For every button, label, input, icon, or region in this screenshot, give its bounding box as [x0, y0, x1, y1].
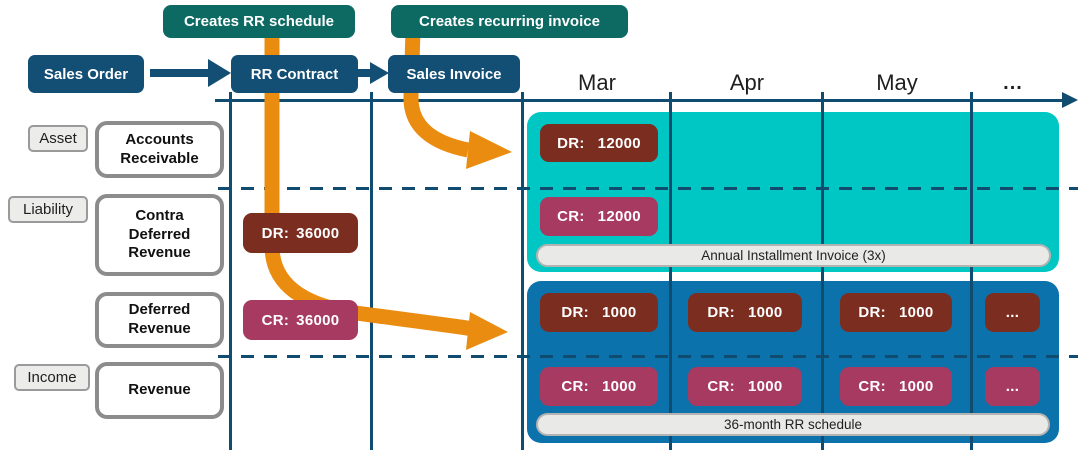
- tag-text: Income: [27, 369, 77, 386]
- gridline-may-start: [821, 92, 824, 450]
- tag-text: Asset: [39, 130, 77, 147]
- badge-text: Creates recurring invoice: [419, 13, 600, 30]
- chip-label: ...: [1005, 378, 1020, 395]
- revenue-box: Revenue: [95, 362, 224, 419]
- chip-value: 1000: [898, 378, 934, 395]
- deferred-income-divider: [218, 355, 1078, 358]
- gridline-contract: [229, 92, 232, 450]
- badge-text: Creates RR schedule: [183, 13, 335, 30]
- rr-contract-node: RR Contract: [231, 55, 358, 93]
- chip-label: DR:: [557, 134, 585, 152]
- chip-label: DR:: [261, 224, 290, 242]
- chip-label: CR:: [858, 378, 886, 395]
- timeline-axis: [215, 99, 1064, 102]
- chip-value: 1000: [601, 304, 637, 321]
- deferred-revenue-box: Deferred Revenue: [95, 292, 224, 348]
- schedule-dr-chip-mar: DR: 1000: [540, 293, 658, 332]
- contract-dr-chip: DR: 36000: [243, 213, 358, 253]
- contract-cr-chip: CR: 36000: [243, 300, 358, 340]
- caption-text: Annual Installment Invoice (3x): [701, 248, 886, 263]
- chip-label: CR:: [261, 311, 290, 329]
- tag-text: Liability: [22, 201, 74, 218]
- caption-text: 36-month RR schedule: [723, 417, 863, 432]
- chip-label: DR:: [707, 304, 735, 321]
- chip-label: DR:: [561, 304, 589, 321]
- month-header-may: May: [876, 70, 918, 95]
- node-text: RR Contract: [250, 65, 339, 83]
- month-header-apr: Apr: [729, 70, 765, 95]
- chip-value: 1000: [747, 378, 783, 395]
- invoice-dr-chip: DR: 12000: [540, 124, 658, 162]
- chip-label: CR:: [557, 208, 585, 225]
- schedule-dr-chip-may: DR: 1000: [840, 293, 952, 332]
- chip-value: 1000: [747, 304, 783, 321]
- gridline-mar-start: [521, 92, 524, 450]
- asset-tag: Asset: [28, 125, 88, 152]
- chip-label: CR:: [707, 378, 735, 395]
- schedule-cr-chip-apr: CR: 1000: [688, 367, 802, 406]
- chip-label: CR:: [561, 378, 589, 395]
- asset-liability-divider: [218, 187, 1078, 190]
- order-to-contract-arrow: [150, 69, 212, 77]
- income-tag: Income: [14, 364, 90, 391]
- invoice-cr-chip: CR: 12000: [540, 197, 658, 236]
- sales-order-node: Sales Order: [28, 55, 144, 93]
- annual-invoice-caption: Annual Installment Invoice (3x): [536, 244, 1051, 267]
- schedule-dr-chip-more: ...: [985, 293, 1040, 332]
- chip-value: 36000: [296, 224, 340, 242]
- contra-deferred-revenue-box: Contra Deferred Revenue: [95, 194, 224, 276]
- liability-tag: Liability: [8, 196, 88, 223]
- timeline-arrowhead-icon: [1062, 92, 1078, 108]
- node-text: Sales Order: [43, 65, 129, 83]
- rr-schedule-caption: 36-month RR schedule: [536, 413, 1050, 436]
- month-header-mar: Mar: [578, 70, 616, 95]
- chip-value: 36000: [296, 311, 340, 329]
- gridline-invoice: [370, 92, 373, 450]
- node-text: Sales Invoice: [406, 65, 502, 83]
- schedule-cr-chip-more: ...: [985, 367, 1040, 406]
- contract-arrowhead-icon: [466, 312, 508, 350]
- invoice-arrowhead-icon: [466, 131, 512, 169]
- sales-invoice-node: Sales Invoice: [388, 55, 520, 93]
- chip-value: 1000: [601, 378, 637, 395]
- creates-recurring-invoice-badge: Creates recurring invoice: [391, 5, 628, 38]
- schedule-cr-chip-mar: CR: 1000: [540, 367, 658, 406]
- month-header-more: ...: [1003, 72, 1023, 94]
- creates-rr-schedule-badge: Creates RR schedule: [163, 5, 355, 38]
- chip-value: 1000: [898, 304, 934, 321]
- gridline-more-start: [970, 92, 973, 450]
- order-to-contract-arrowhead-icon: [208, 59, 231, 87]
- chip-label: ...: [1005, 304, 1020, 321]
- chip-label: DR:: [858, 304, 886, 321]
- contract-to-invoice-arrowhead-icon: [370, 62, 389, 84]
- gridline-apr-start: [669, 92, 672, 450]
- chip-value: 12000: [597, 208, 641, 225]
- schedule-cr-chip-may: CR: 1000: [840, 367, 952, 406]
- chip-value: 12000: [597, 134, 641, 152]
- schedule-dr-chip-apr: DR: 1000: [688, 293, 802, 332]
- accounts-receivable-box: Accounts Receivable: [95, 121, 224, 178]
